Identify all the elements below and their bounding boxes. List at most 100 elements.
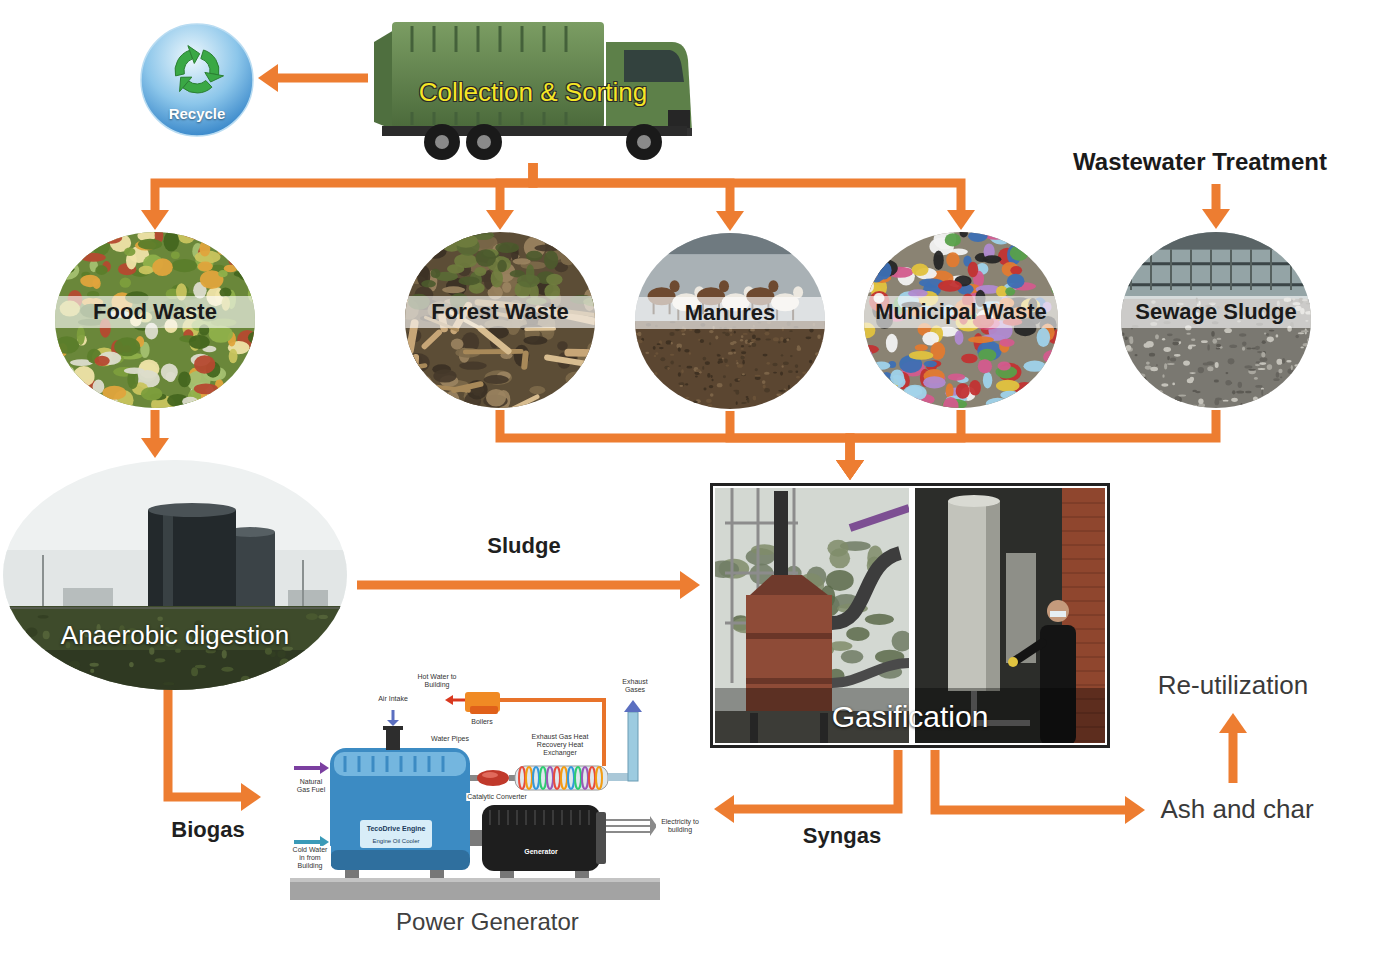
illustration-part <box>795 370 798 373</box>
illustration-part <box>1190 250 1192 290</box>
waste-photo: Municipal Waste <box>864 232 1058 408</box>
illustration-part <box>163 515 173 610</box>
illustration-part <box>442 286 465 293</box>
illustration-part <box>1214 399 1219 405</box>
illustration-part <box>459 362 486 370</box>
illustration-part <box>52 367 64 380</box>
illustration-part <box>670 394 676 397</box>
illustration-part <box>1119 332 1125 336</box>
illustration-part <box>55 232 255 408</box>
illustration-part <box>1300 395 1305 399</box>
illustration-part <box>805 336 811 339</box>
illustration-part <box>756 338 761 341</box>
illustration-part <box>1178 395 1186 397</box>
illustration-part <box>655 352 658 354</box>
illustration-part <box>788 385 790 390</box>
illustration-part <box>334 752 466 776</box>
flow-arrow <box>155 163 533 210</box>
illustration-part <box>596 812 606 864</box>
illustration-part <box>470 706 498 714</box>
illustration-part <box>1244 365 1252 368</box>
illustration-part <box>582 767 588 789</box>
illustration-part <box>799 402 804 405</box>
illustration-part <box>1041 240 1066 256</box>
node-text: Food Waste <box>93 299 217 324</box>
illustration-part <box>1148 398 1153 403</box>
illustration-part <box>983 255 1002 263</box>
illustration-part <box>731 488 734 683</box>
collection-truck: Collection & Sorting <box>372 12 694 162</box>
illustration-part <box>635 233 825 254</box>
illustration-part <box>1198 398 1203 404</box>
illustration-part <box>1242 347 1245 351</box>
illustration-part <box>723 375 726 378</box>
illustration-part <box>582 256 607 263</box>
illustration-part <box>654 355 656 357</box>
illustration-part <box>1167 356 1170 360</box>
illustration-part <box>248 684 258 689</box>
illustration-part <box>557 341 568 350</box>
illustration-part <box>606 831 650 833</box>
illustration-part <box>1215 362 1219 368</box>
label-anchor: Water Pipes <box>430 735 470 743</box>
illustration-part <box>943 397 959 415</box>
illustration-part <box>719 280 729 292</box>
illustration-part <box>318 615 328 619</box>
illustration-part <box>689 329 693 331</box>
illustration-part <box>1167 333 1173 336</box>
illustration-part <box>54 336 79 353</box>
flow-arrow <box>730 411 850 460</box>
node-text: Recycle <box>169 105 226 122</box>
illustration-part <box>783 362 789 366</box>
part-label: Natural Gas Fuel <box>292 778 330 794</box>
illustration-part <box>755 375 761 377</box>
illustration-part <box>500 700 604 766</box>
illustration-part <box>668 110 690 128</box>
illustration-part <box>1126 398 1130 400</box>
illustration-part <box>101 232 122 244</box>
illustration-part <box>55 261 79 280</box>
illustration-part <box>1023 361 1046 372</box>
illustration-part <box>735 390 739 395</box>
illustration-part <box>1266 333 1269 336</box>
illustration-part <box>674 407 677 410</box>
illustration-part <box>626 124 662 160</box>
illustration-part <box>320 762 329 774</box>
illustration-part <box>211 391 223 407</box>
illustration-part <box>809 360 812 364</box>
illustration-part <box>576 391 627 400</box>
illustration-part <box>148 510 236 610</box>
illustration-part <box>238 267 259 281</box>
illustration-part <box>1269 330 1275 332</box>
waste-photo: Food Waste <box>55 232 255 408</box>
illustration-part <box>1207 366 1213 371</box>
illustration-part <box>59 245 79 264</box>
illustration-part <box>227 239 236 253</box>
illustration-part <box>428 756 431 772</box>
illustration-part <box>1290 250 1292 290</box>
flow-arrow <box>357 581 680 590</box>
illustration-part <box>458 276 479 285</box>
illustration-part <box>1186 333 1190 335</box>
edge-label: Syngas <box>800 823 884 848</box>
illustration-part <box>1162 338 1165 341</box>
waste-photo: Forest Waste <box>405 232 595 408</box>
illustration-part <box>781 354 783 356</box>
illustration-part <box>589 767 595 789</box>
illustration-part <box>552 810 554 825</box>
illustration-part <box>666 340 672 344</box>
illustration-part <box>948 501 1000 691</box>
illustration-part <box>1245 391 1251 394</box>
illustration-part <box>924 361 937 367</box>
label-anchor: Electricity to building <box>656 818 704 834</box>
illustration-part <box>194 355 215 373</box>
illustration-part <box>1062 545 1105 546</box>
illustration-part <box>955 331 964 345</box>
illustration-part <box>59 365 75 381</box>
source-label: Wastewater Treatment <box>1066 144 1334 180</box>
illustration-part <box>1247 347 1252 349</box>
illustration-part <box>194 383 218 394</box>
illustration-part <box>330 748 470 870</box>
node-text: Power Generator <box>396 908 579 936</box>
